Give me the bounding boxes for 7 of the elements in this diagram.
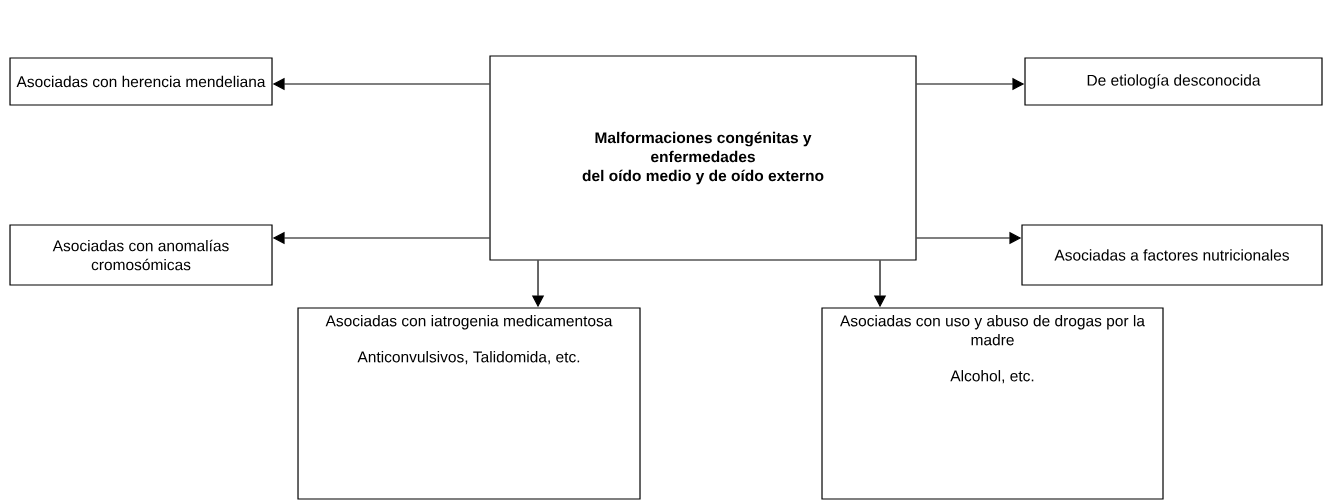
category-box: Asociadas a factores nutricionales [1021, 224, 1323, 286]
category-box: Asociadas con herencia mendeliana [9, 57, 273, 106]
category-box: Asociadas con iatrogenia medicamentosa Anticonvulsivos, Talidomida, etc. [297, 307, 641, 500]
category-box: Asociadas con uso y abuso de drogas por la madre Alcohol, etc. [821, 307, 1164, 500]
title-box: Malformaciones congénitas y enfermedades del oído medio y de oído externo [489, 55, 917, 261]
category-box: De etiología desconocida [1024, 57, 1323, 106]
category-box: Asociadas con anomalías cromosómicas [9, 224, 273, 286]
